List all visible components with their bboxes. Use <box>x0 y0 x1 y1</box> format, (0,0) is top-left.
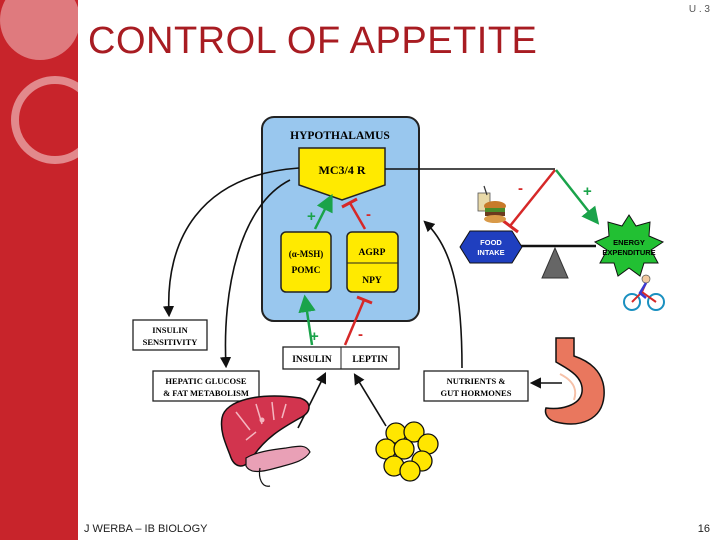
sidebar-decoration <box>0 0 78 540</box>
insulin-label: INSULIN <box>292 355 332 365</box>
insulin-sensitivity-line1: INSULIN <box>152 325 188 335</box>
liver-pancreas-icon <box>220 395 311 487</box>
hepatic-line2: & FAT METABOLISM <box>163 388 249 398</box>
balance-fulcrum <box>541 246 569 279</box>
minus-sign-leptin: - <box>358 326 363 343</box>
decorative-circles <box>0 0 78 164</box>
agrp-npy-box <box>346 231 399 293</box>
fat-cells-icon <box>375 421 439 482</box>
pomc-label: POMC <box>291 266 320 276</box>
energy-expenditure-star <box>593 214 665 277</box>
energy-line1: ENERGY <box>613 238 645 247</box>
food-intake-line2: INTAKE <box>477 248 504 257</box>
page-number: 16 <box>697 523 710 535</box>
corner-label: U . 3 <box>688 4 710 15</box>
cyclist-icon <box>623 274 665 311</box>
minus-sign-food: - <box>518 180 523 197</box>
energy-line2: EXPENDITURE <box>602 248 655 257</box>
nutrients-line2: GUT HORMONES <box>441 388 512 398</box>
hypothalamus-label: HYPOTHALAMUS <box>290 130 390 142</box>
mc34r-receptor <box>298 147 386 201</box>
footer-author: J WERBA – IB BIOLOGY <box>84 523 208 535</box>
hepatic-box <box>152 370 260 402</box>
food-intake-line1: FOOD <box>480 238 502 247</box>
agrp-label: AGRP <box>359 248 386 258</box>
page-title: CONTROL OF APPETITE <box>88 20 538 62</box>
mc34r-label: MC3/4 R <box>319 163 366 177</box>
plus-sign-pomc: + <box>307 208 316 225</box>
pomc-box <box>280 231 332 293</box>
msh-label: (α-MSH) <box>289 249 324 259</box>
insulin-sensitivity-box <box>132 319 208 351</box>
npy-label: NPY <box>362 276 382 286</box>
nutrients-box <box>423 370 529 402</box>
plus-sign-insulin: + <box>310 328 319 345</box>
nutrients-line1: NUTRIENTS & <box>447 376 506 386</box>
leptin-label: LEPTIN <box>352 355 388 365</box>
plus-sign-energy: + <box>583 183 592 200</box>
food-intake-hexagon <box>459 230 523 264</box>
hepatic-line1: HEPATIC GLUCOSE <box>165 376 246 386</box>
insulin-sensitivity-line2: SENSITIVITY <box>143 337 198 347</box>
stomach-icon <box>544 337 605 425</box>
minus-sign-agrp: - <box>366 206 371 223</box>
burger-drink-icon <box>477 185 506 223</box>
